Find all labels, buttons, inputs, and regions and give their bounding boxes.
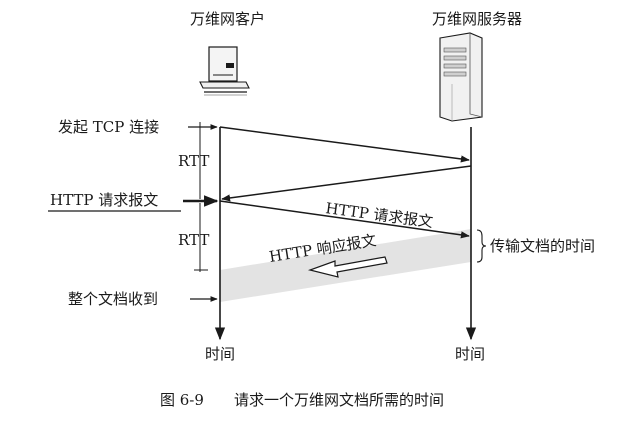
http-request-arrow <box>219 200 470 239</box>
tcp-syn-arrow <box>219 126 470 163</box>
server-tower-icon <box>439 32 483 122</box>
figure-number: 图 6-9 <box>160 391 204 409</box>
figure-caption: 请求一个万维网文档所需的时间 <box>234 391 444 409</box>
tcp-syn-ack-arrow <box>221 165 472 202</box>
rtt-label-1: RTT <box>178 152 209 170</box>
response-direction-arrow <box>307 256 388 278</box>
rtt-label-2: RTT <box>178 231 209 249</box>
document-received-label: 整个文档收到 <box>68 290 158 308</box>
transfer-time-label: 传输文档的时间 <box>490 237 595 255</box>
transfer-time-bracket <box>476 229 487 263</box>
client-label: 万维网客户 <box>190 10 265 28</box>
time-label-client: 时间 <box>205 345 235 363</box>
http-request-left-label: HTTP 请求报文 <box>50 191 158 209</box>
client-computer-icon <box>199 46 250 96</box>
http-request-arrow-label: HTTP 请求报文 <box>324 199 434 231</box>
server-label: 万维网服务器 <box>432 10 522 28</box>
time-label-server: 时间 <box>455 345 485 363</box>
initiate-tcp-label: 发起 TCP 连接 <box>58 118 159 136</box>
